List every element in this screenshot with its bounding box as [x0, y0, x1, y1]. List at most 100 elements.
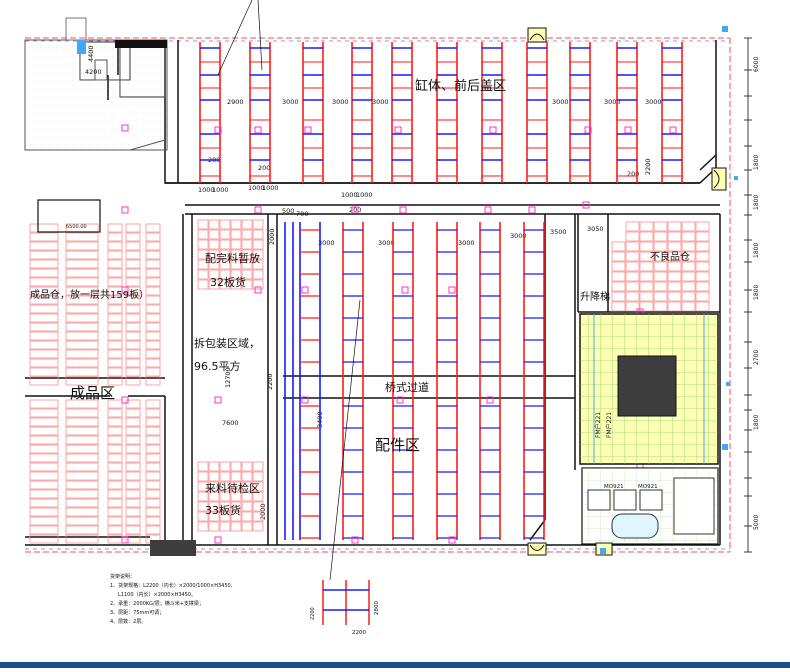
finished-pallet [29, 516, 59, 526]
defective-pallet [639, 231, 654, 242]
finished-pallet [65, 399, 99, 409]
incoming-pallet [219, 491, 231, 502]
lower-rack-group [284, 222, 545, 540]
column-marker [301, 286, 309, 294]
column-marker [351, 206, 359, 214]
column-marker [254, 126, 262, 134]
defective-pallet [625, 241, 640, 252]
defective-pallet [695, 241, 710, 252]
incoming-pallet [219, 471, 231, 482]
defective-pallet [667, 261, 682, 272]
finished-pallet [107, 534, 123, 544]
dim-3500: 3500 [550, 228, 567, 236]
finished-pallet [125, 331, 141, 341]
complete-pallet [208, 229, 220, 240]
complete-pallet [241, 239, 253, 250]
fmfw-label-a: FM户221 [594, 412, 602, 438]
notes-line1: 1、货架规格：L2200（内长）×2000/1000×H3450, [110, 582, 233, 589]
dim-3000-e: 3000 [604, 98, 621, 106]
finished-pallet [125, 376, 141, 386]
defective-pallet [639, 251, 654, 262]
complete-pallet [197, 229, 209, 240]
column-marker [121, 536, 129, 544]
defective-pallet [667, 241, 682, 252]
finished-pallet [145, 417, 161, 427]
notes-line2: L1100（内长）×2000×H3450。 [118, 591, 196, 598]
finished-pallet [145, 453, 161, 463]
label-cylinder-zone: 缸体、前后盖区 [415, 78, 506, 94]
defective-pallet-grid [611, 221, 710, 312]
dim-200-b: 200 [258, 164, 270, 172]
complete-pallet [197, 249, 209, 260]
complete-pallet [230, 239, 242, 250]
dim-7600: 7600 [222, 419, 239, 427]
defective-pallet [681, 271, 696, 282]
complete-pallet [230, 229, 242, 240]
finished-pallet [107, 358, 123, 368]
finished-pallet [145, 268, 161, 278]
incoming-pallet [208, 471, 220, 482]
incoming-pallet [219, 481, 231, 492]
complete-pallet [197, 279, 209, 290]
dim-4400: 4400 [87, 45, 95, 62]
column-marker [121, 206, 129, 214]
complete-pallet [197, 259, 209, 270]
complete-pallet [241, 219, 253, 230]
top-left-wall-block [115, 40, 167, 48]
office-cabinet [673, 477, 715, 535]
finished-pallet [145, 286, 161, 296]
complete-pallet [252, 229, 264, 240]
elevator-core [617, 355, 677, 417]
finished-pallet [29, 304, 59, 314]
finished-pallet [125, 241, 141, 251]
finished-pallet [107, 480, 123, 490]
finished-pallet [145, 399, 161, 409]
dim-chain-label: 1800 [753, 243, 760, 258]
defective-pallet [653, 221, 668, 232]
finished-pallet [145, 489, 161, 499]
incoming-pallet [208, 461, 220, 472]
column-marker [121, 124, 129, 132]
walls [25, 40, 721, 546]
defective-pallet [611, 251, 626, 262]
finished-pallet [65, 498, 99, 508]
finished-pallet [145, 259, 161, 269]
dim-1000-f: 1000 [356, 191, 373, 199]
finished-pallet [29, 444, 59, 454]
finished-pallet [65, 367, 99, 377]
dim-chain-label: 1800 [753, 415, 760, 430]
defective-pallet [667, 221, 682, 232]
label-finished-zone: 成品区 [70, 384, 115, 402]
finished-pallet [65, 259, 99, 269]
column-marker [351, 536, 359, 544]
dim-2900: 2900 [227, 98, 244, 106]
finished-pallet [107, 277, 123, 287]
detail-dim-b: 2800 [374, 601, 380, 615]
finished-pallet [125, 277, 141, 287]
complete-pallet [219, 269, 231, 280]
finished-pallet [107, 250, 123, 260]
finished-pallet [107, 462, 123, 472]
finished-pallet [107, 444, 123, 454]
finished-pallet [125, 358, 141, 368]
finished-pallet [107, 241, 123, 251]
finished-pallet [125, 516, 141, 526]
dim-12700: 12700 [224, 367, 232, 388]
detail-dim-a: 2200 [310, 607, 316, 620]
finished-pallet [125, 286, 141, 296]
dim-3000-d: 3000 [552, 98, 569, 106]
finished-pallet [29, 313, 59, 323]
finished-pallet [125, 453, 141, 463]
incoming-pallet [197, 481, 209, 492]
defective-pallet [625, 231, 640, 242]
finished-pallet [107, 489, 123, 499]
incoming-pallet [252, 481, 264, 492]
finished-pallet [125, 313, 141, 323]
bottom-bar [0, 662, 790, 668]
complete-pallet [241, 279, 253, 290]
complete-pallet [219, 249, 231, 260]
defective-pallet [667, 231, 682, 242]
dim-6500: 6500.00 [66, 224, 87, 230]
